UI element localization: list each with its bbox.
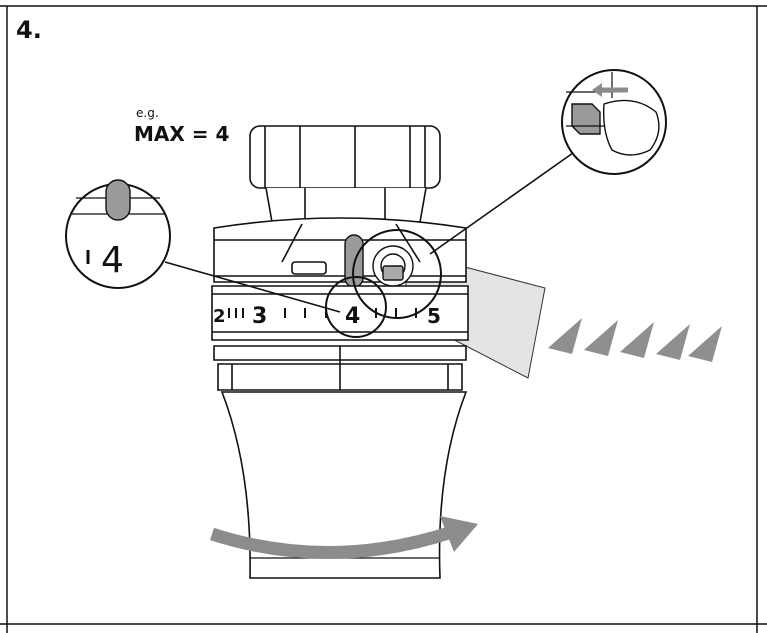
- valve-nut: [249, 125, 441, 223]
- example-label: e.g.: [136, 106, 159, 120]
- scale-label-4: 4: [345, 304, 360, 329]
- slide-left-arrow-icon: [592, 83, 628, 97]
- indicator-highlight-circle: [352, 229, 442, 319]
- direction-chevrons-icon: [548, 318, 722, 362]
- leader-line-left: [164, 261, 341, 313]
- scale-ring: [211, 285, 469, 341]
- finger-icon: [602, 99, 660, 156]
- head-upper-body: [213, 217, 467, 283]
- latch-zoom-callout: [561, 69, 667, 175]
- max-setting-label: MAX = 4: [134, 122, 230, 146]
- grip-body: [220, 391, 468, 579]
- leader-line-right: [429, 147, 581, 255]
- scale-highlight-circle: [325, 276, 387, 338]
- zoom-scale-label: 4: [101, 240, 124, 281]
- lower-rings: [213, 345, 467, 391]
- step-number: 4.: [16, 16, 42, 44]
- scale-label-3: 3: [252, 304, 267, 329]
- rotate-arrow-icon: [210, 516, 478, 559]
- indicator-latch: [372, 245, 414, 287]
- scale-label-2: 2: [213, 306, 226, 327]
- scale-label-5: 5: [427, 304, 441, 328]
- scale-zoom-callout: 4: [65, 179, 171, 289]
